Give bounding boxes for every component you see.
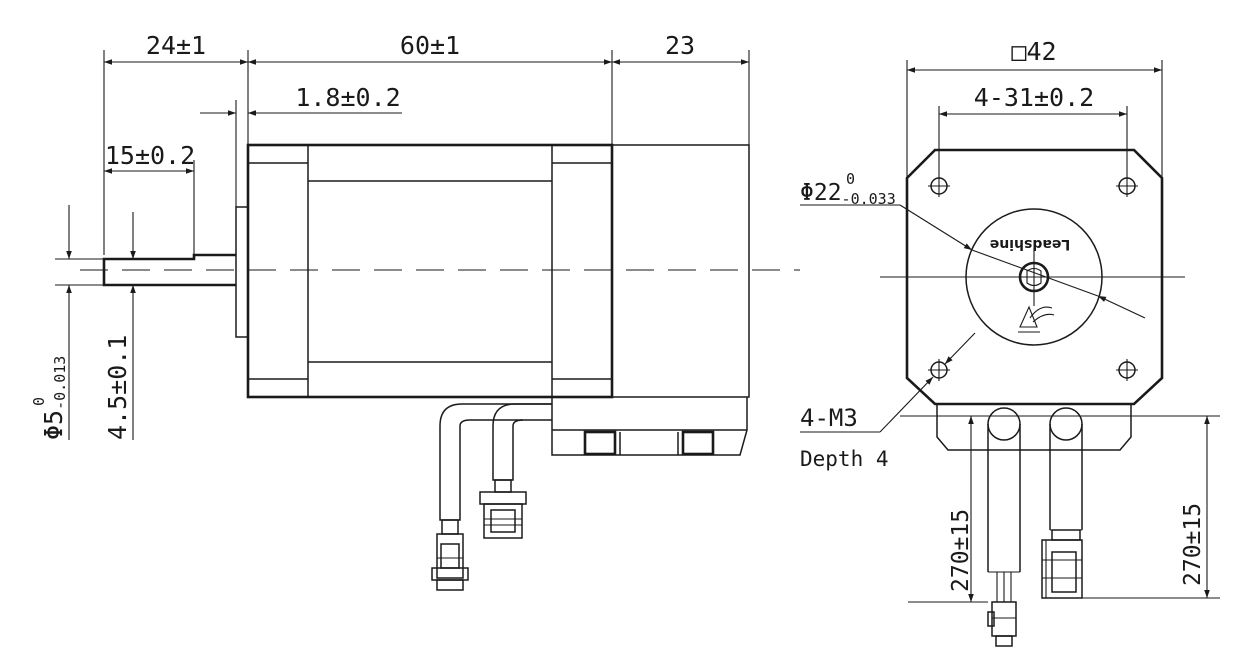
motor-connector-front <box>987 601 1017 647</box>
logo-mark-icon <box>1018 305 1055 333</box>
dim-boss-diameter-upper: 0 <box>846 170 855 188</box>
motor-body-outline <box>246 143 614 399</box>
mounting-hole-br <box>1116 359 1138 381</box>
side-view: 24±1 60±1 23 1.8±0.2 15±0.2 Φ5-0.013 0 4… <box>30 31 800 591</box>
dim-rear-length: 23 <box>665 31 695 60</box>
motor-connector <box>431 519 469 591</box>
shaft <box>102 253 236 287</box>
mounting-hole-tl <box>928 175 950 197</box>
brand-logo: Leadshine <box>990 236 1070 252</box>
dim-flat-length: 15±0.2 <box>105 141 195 170</box>
encoder-connector-front <box>1041 529 1083 599</box>
mounting-hole-bl <box>928 359 950 381</box>
dim-boss-diameter: Φ22-0.033 <box>800 180 896 208</box>
dim-hole-spacing: 4-31±0.2 <box>974 83 1094 112</box>
dim-flat-depth: 4.5±0.1 <box>103 335 132 440</box>
dim-shaft-diameter-upper: 0 <box>30 397 48 406</box>
encoder-connector <box>479 479 527 539</box>
dim-square-size: □42 <box>1011 37 1056 66</box>
shaft-circle <box>1018 261 1050 293</box>
flange-boss <box>235 206 249 338</box>
flange-square <box>905 148 1164 406</box>
mounting-hole-tr <box>1116 175 1138 197</box>
front-view: Leadshine <box>800 37 1220 647</box>
dim-cable-length-right: 270±15 <box>1180 503 1206 586</box>
dim-cable-length-left: 270±15 <box>948 509 974 592</box>
boss-circle <box>965 208 1103 346</box>
dim-shaft-diameter: Φ5-0.013 <box>39 356 69 440</box>
dim-shaft-length: 24±1 <box>146 31 206 60</box>
dim-body-length: 60±1 <box>400 31 460 60</box>
label-thread: 4-M3 <box>800 404 858 432</box>
rear-end-cap <box>611 144 750 398</box>
dim-flange-thickness: 1.8±0.2 <box>295 83 400 112</box>
label-thread-depth: Depth 4 <box>800 447 889 471</box>
